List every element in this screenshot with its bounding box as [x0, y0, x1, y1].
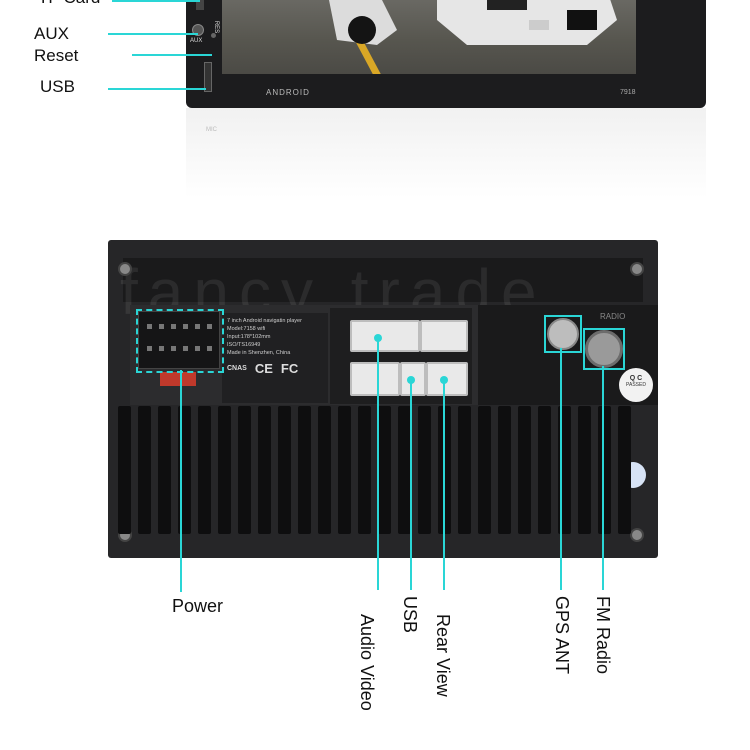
usb-rear-callout-dot — [407, 376, 415, 384]
fm-radio-port — [585, 330, 623, 368]
front-screen — [222, 0, 636, 74]
rear-view-callout-dot — [440, 376, 448, 384]
qc-line-1: Q C — [629, 375, 643, 382]
heatsink-fin — [158, 406, 171, 534]
gps-antenna-port — [547, 318, 579, 350]
aux-port-label: AUX — [190, 38, 203, 44]
screw-top-left — [118, 262, 132, 276]
av-callout-line — [377, 338, 379, 590]
heatsink-fin — [198, 406, 211, 534]
gps-highlight-box — [544, 315, 582, 353]
gps-ant-label: GPS ANT — [552, 596, 572, 675]
usb-rear-callout-line — [410, 380, 412, 590]
screw-bottom-right — [630, 528, 644, 542]
av-connector-3 — [350, 362, 400, 396]
heatsink-fin — [218, 406, 231, 534]
av-connector-2 — [420, 320, 468, 352]
heatsink-fin — [238, 406, 251, 534]
sticker-line-2: Model:7158 wifi — [227, 326, 266, 332]
power-callout-line — [180, 370, 182, 592]
screw-top-right — [630, 262, 644, 276]
spec-sticker: 7 inch Android navigatin player Model:71… — [222, 313, 328, 403]
rear-view-callout-line — [443, 380, 445, 590]
heatsink-fin — [458, 406, 471, 534]
usb-rear-label: USB — [400, 596, 420, 634]
heatsink-fins — [118, 406, 638, 534]
heatsink-fin — [338, 406, 351, 534]
heatsink-fin — [498, 406, 511, 534]
heatsink-fin — [418, 406, 431, 534]
fm-callout-line — [602, 366, 604, 590]
sticker-line-5: Made in Shenzhen, China — [227, 350, 291, 356]
power-connector — [138, 311, 220, 369]
power-fuse — [160, 372, 196, 386]
heatsink-fin — [378, 406, 391, 534]
audio-video-connector — [350, 320, 420, 352]
front-unit-reflection — [186, 108, 706, 198]
fm-radio-label: FM Radio — [593, 596, 613, 675]
fm-highlight-box — [583, 328, 625, 370]
reset-callout-line — [132, 54, 212, 56]
heatsink-fin — [118, 406, 131, 534]
radio-label: RADIO — [600, 312, 626, 321]
power-highlight-box — [136, 309, 224, 373]
heatsink-fin — [538, 406, 551, 534]
heatsink-fin — [358, 406, 371, 534]
heatsink-fin — [578, 406, 591, 534]
mic-label: MIC — [206, 127, 217, 133]
heatsink-fin — [138, 406, 151, 534]
usb-front-label: USB — [40, 77, 75, 96]
audio-video-label: Audio Video — [357, 614, 377, 711]
heatsink-fin — [258, 406, 271, 534]
rear-top-vents — [123, 258, 643, 302]
heatsink-fin — [618, 406, 631, 534]
reset-port — [211, 33, 216, 38]
sd-card-label: TF Card — [38, 0, 100, 8]
ce-mark: CE — [254, 361, 273, 376]
av-callout-dot — [374, 334, 382, 342]
sticker-line-3: Input:178*102mm — [227, 334, 271, 340]
reset-label: Reset — [34, 46, 79, 65]
front-brand-text: ANDROID — [266, 88, 310, 97]
heatsink-fin — [598, 406, 611, 534]
power-label: Power — [172, 596, 224, 616]
rear-view-label: Rear View — [433, 614, 453, 697]
aux-callout-line — [108, 33, 198, 35]
reset-port-label: RES — [213, 20, 220, 34]
qc-line-2: PASSED — [626, 382, 646, 388]
usb-callout-line — [108, 88, 206, 90]
sticker-line-1: 7 inch Android navigatin player — [227, 318, 302, 324]
usb-port — [204, 62, 212, 92]
sd-card-callout-line — [112, 0, 200, 2]
heatsink-fin — [298, 406, 311, 534]
heatsink-fin — [478, 406, 491, 534]
heatsink-fin — [318, 406, 331, 534]
fc-mark: FC — [280, 361, 299, 376]
car-image — [329, 0, 617, 45]
sticker-line-4: ISO/TS16949 — [227, 342, 261, 348]
heatsink-fin — [398, 406, 411, 534]
gps-callout-line — [560, 348, 562, 590]
cnas-logo: CNAS — [227, 365, 247, 372]
aux-label: AUX — [34, 24, 69, 43]
front-model-text: 7918 — [620, 89, 636, 96]
heatsink-fin — [278, 406, 291, 534]
sd-card-slot — [196, 0, 204, 10]
heatsink-fin — [518, 406, 531, 534]
qc-sticker: Q C PASSED — [619, 368, 653, 402]
